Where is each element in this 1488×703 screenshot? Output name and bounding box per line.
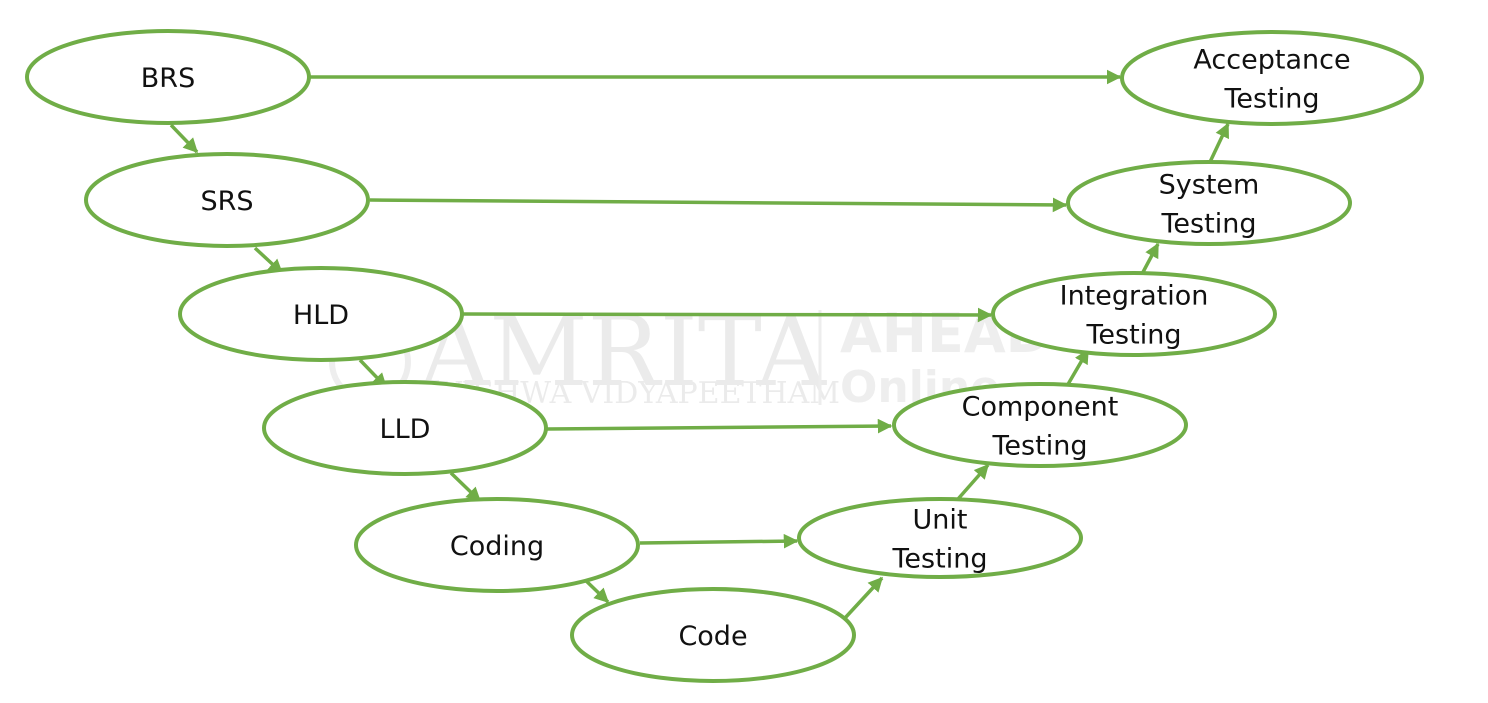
node-integration-label: Integration [1060, 281, 1209, 312]
node-component-ellipse [892, 382, 1188, 468]
node-system-label: Testing [1161, 209, 1257, 240]
arrow-srs-to-system [369, 197, 1068, 213]
arrow-component-to-integration [1065, 348, 1090, 387]
node-coding: Coding [354, 497, 640, 593]
node-brs: BRS [25, 29, 311, 125]
arrow-lld-to-component [546, 418, 893, 434]
arrow-system-to-acceptance [1208, 122, 1230, 163]
node-system-ellipse [1066, 160, 1352, 246]
node-lld: LLD [262, 380, 548, 476]
node-acceptance-label: Testing [1224, 84, 1320, 115]
node-srs-ellipse [84, 152, 370, 248]
arrow-lld-to-coding [449, 471, 482, 503]
node-brs-label: BRS [141, 63, 195, 94]
node-lld-ellipse [262, 380, 548, 476]
node-acceptance-label: Acceptance [1193, 45, 1350, 76]
node-system-label: System [1159, 170, 1260, 201]
node-hld: HLD [178, 266, 464, 362]
node-code-label: Code [678, 621, 747, 652]
node-lld-label: LLD [380, 414, 431, 445]
arrow-brs-to-srs [169, 123, 199, 154]
node-unit-label: Testing [892, 544, 988, 575]
nodes: BRSSRSHLDLLDCodingCodeUnitTestingCompone… [25, 29, 1424, 683]
node-unit-label: Unit [913, 505, 968, 536]
node-integration-label: Testing [1086, 320, 1182, 351]
node-component-label: Testing [992, 431, 1088, 462]
edges [169, 69, 1230, 620]
node-coding-label: Coding [450, 531, 544, 562]
node-acceptance-ellipse [1120, 30, 1424, 126]
node-code-ellipse [570, 587, 856, 683]
node-hld-ellipse [178, 266, 464, 362]
node-hld-label: HLD [293, 300, 349, 331]
arrow-unit-to-component [956, 463, 990, 501]
arrow-hld-to-integration [461, 307, 993, 323]
node-code: Code [570, 587, 856, 683]
node-srs-label: SRS [200, 186, 253, 217]
node-unit-ellipse [797, 497, 1083, 579]
arrow-coding-to-unit [639, 533, 799, 549]
arrow-integration-to-system [1140, 242, 1160, 275]
node-component-label: Component [962, 392, 1119, 423]
node-brs-ellipse [25, 29, 311, 125]
node-srs: SRS [84, 152, 370, 248]
node-integration-ellipse [991, 271, 1277, 357]
arrow-code-to-unit [843, 576, 884, 620]
node-coding-ellipse [354, 497, 640, 593]
